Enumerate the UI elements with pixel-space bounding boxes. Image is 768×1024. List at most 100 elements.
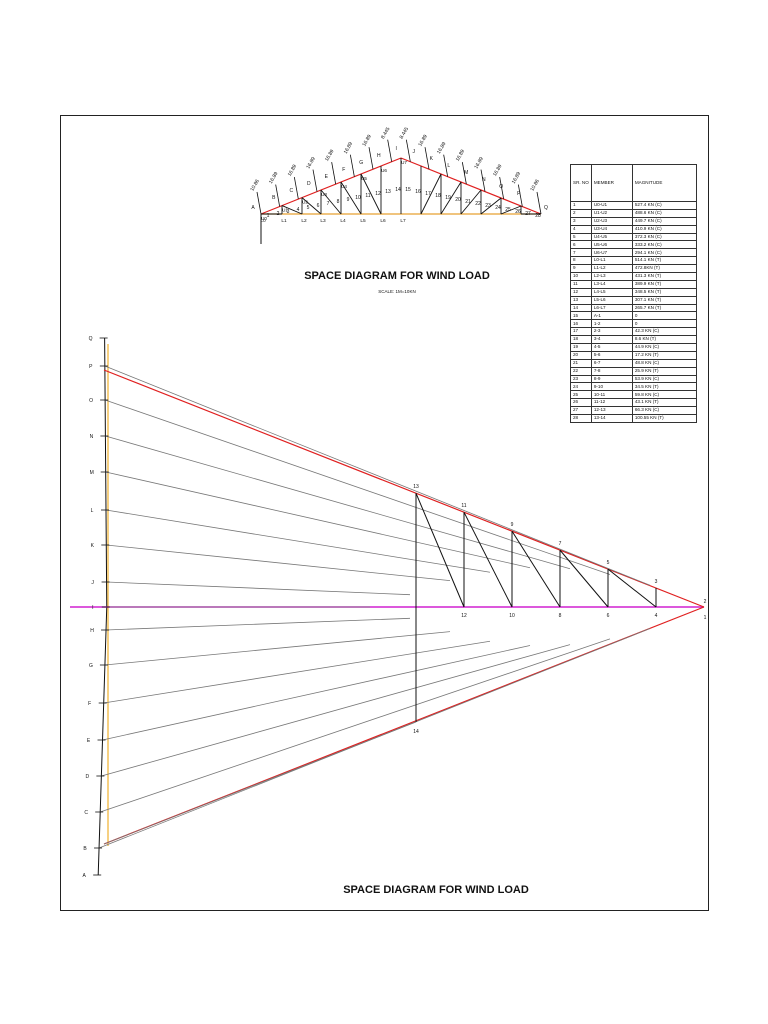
top-node-label: U0 <box>261 216 267 221</box>
panel-number-label: 11 <box>365 193 370 199</box>
top-node-label: U2 <box>302 200 308 205</box>
cell-magnitude: 431.3 KN (T) <box>631 272 698 281</box>
cell-member: U2-U3 <box>590 216 633 226</box>
cell-member: 4-5 <box>590 343 633 352</box>
cell-member: 2-3 <box>590 327 633 337</box>
cell-member: L1-L2 <box>590 264 633 274</box>
cell-magnitude: 25.9 KN (T) <box>631 366 698 376</box>
cell-member: L6-L7 <box>590 303 633 313</box>
top-node-label: U6 <box>381 168 387 173</box>
force-diagonal <box>415 493 465 608</box>
cell-member: L2-L3 <box>590 272 633 281</box>
header-sr-no: SR. NO <box>570 164 592 202</box>
top-chord-right <box>400 157 542 215</box>
truss-diagonal <box>360 173 382 215</box>
panel-number-label: 14 <box>395 187 401 193</box>
bottom-node-label: L2 <box>301 218 307 224</box>
cell-sr-no: 22 <box>570 366 592 376</box>
bottom-diagram-title: SPACE DIAGRAM FOR WIND LOAD <box>343 884 529 896</box>
load-arrow <box>331 162 337 185</box>
load-value-label: 16.89 <box>436 141 448 155</box>
force-upper-node-label: 7 <box>559 541 562 547</box>
force-ray <box>104 399 611 575</box>
force-letter-label: N <box>90 434 94 440</box>
top-node-label: U3 <box>321 192 327 197</box>
cell-member: U6-U7 <box>590 248 633 258</box>
force-letter-label: G <box>89 663 93 669</box>
truss-diagonal <box>460 189 482 215</box>
force-diagonal <box>511 530 561 608</box>
cell-sr-no: 3 <box>570 216 592 226</box>
space-letter-label: J <box>413 149 416 155</box>
load-value-label: 16.89 <box>324 149 336 163</box>
cell-member: U0-U1 <box>590 201 633 210</box>
cell-member: 7-8 <box>590 366 633 376</box>
load-arrow <box>256 191 262 215</box>
cell-member: 9-10 <box>590 382 633 392</box>
cell-magnitude: 48.8 KN (C) <box>631 358 698 368</box>
load-arrow <box>349 154 355 177</box>
cell-member: U5-U6 <box>590 240 633 250</box>
space-letter-label: F <box>342 167 345 173</box>
cell-member: 12-13 <box>590 406 633 416</box>
cell-magnitude: 0 <box>631 319 698 329</box>
cell-magnitude: 17.2 KN (T) <box>631 350 698 360</box>
cell-magnitude: 42.3 KN (C) <box>631 327 698 337</box>
force-ray <box>103 640 491 704</box>
cell-sr-no: 21 <box>570 358 592 368</box>
space-letter-label: L <box>447 163 450 169</box>
cell-sr-no: 20 <box>570 350 592 360</box>
load-arrow <box>461 162 467 185</box>
force-bottom-node-label: 14 <box>413 729 419 735</box>
cell-sr-no: 19 <box>570 343 592 352</box>
space-letter-label: G <box>359 160 363 166</box>
force-ray-14 <box>103 721 417 845</box>
force-ray <box>105 435 571 570</box>
cell-magnitude: 527.4 KN (C) <box>631 201 698 210</box>
load-arrow <box>443 154 449 177</box>
space-letter-label: P <box>517 191 521 197</box>
force-diagonal <box>463 511 513 608</box>
cell-sr-no: 2 <box>570 208 592 218</box>
force-lower-node-label: 10 <box>509 613 515 619</box>
load-value-label: 16.89 <box>417 134 429 148</box>
cell-sr-no: 13 <box>570 295 592 305</box>
cell-magnitude: 449.7 KN (C) <box>631 216 698 226</box>
force-letter-label: P <box>89 364 93 370</box>
load-arrow <box>312 169 318 192</box>
load-arrow <box>536 191 542 215</box>
cell-sr-no: 16 <box>570 319 592 329</box>
force-letter-label: E <box>87 738 91 744</box>
cell-sr-no: 6 <box>570 240 592 250</box>
force-letter-label: D <box>86 774 90 780</box>
header-magnitude: MAGNITUDE <box>631 164 698 202</box>
cell-member: 5-6 <box>590 350 633 360</box>
cell-member: 3-4 <box>590 335 633 345</box>
cell-sr-no: 1 <box>570 201 592 210</box>
truss-space-diagram: 10.8616.8916.8916.8916.8916.8916.898.445… <box>249 126 548 244</box>
top-diagram-title: SPACE DIAGRAM FOR WIND LOAD <box>304 270 490 282</box>
cell-sr-no: 7 <box>570 248 592 258</box>
panel-number-label: 20 <box>455 197 461 203</box>
space-letter-label: K <box>430 156 434 162</box>
cell-magnitude: 389.9 KN (T) <box>631 279 698 289</box>
panel-number-label: 1 <box>267 213 270 219</box>
cell-sr-no: 28 <box>570 414 592 423</box>
space-letter-label: C <box>289 188 293 194</box>
panel-number-label: 27 <box>525 211 531 217</box>
force-letter-label: H <box>90 628 94 634</box>
force-ray <box>106 617 411 631</box>
top-chord-left <box>260 157 402 215</box>
